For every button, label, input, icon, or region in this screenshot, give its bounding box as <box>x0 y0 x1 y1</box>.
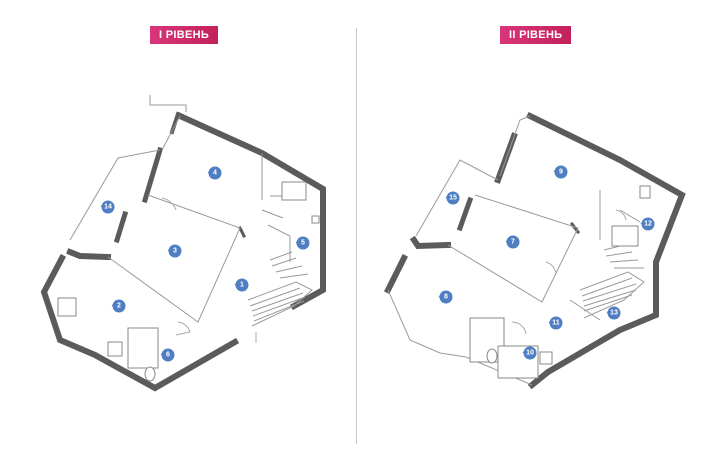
room-label-12: 12 <box>644 221 652 228</box>
room-label-9: 9 <box>559 169 563 176</box>
toilet-fixture <box>144 366 156 382</box>
room-marker-14: 14 <box>100 200 115 214</box>
shower-fixture <box>127 327 159 369</box>
level-1-badge: І РІВЕНЬ <box>150 26 219 44</box>
room-label-10: 10 <box>526 350 534 357</box>
room-label-8: 8 <box>444 294 448 301</box>
room-marker-10: 10 <box>522 346 537 360</box>
room-marker-4: 4 <box>207 166 222 180</box>
room-label-3: 3 <box>173 248 177 255</box>
toilet-fixture-3 <box>486 348 498 364</box>
room-marker-5: 5 <box>295 236 310 250</box>
stairs-level-2 <box>579 243 645 319</box>
room-marker-6: 6 <box>160 348 175 362</box>
room-marker-8: 8 <box>438 290 453 304</box>
fixture-box <box>281 181 307 201</box>
room-label-5: 5 <box>301 240 305 247</box>
socket-fixture <box>311 215 320 224</box>
room-marker-15: 15 <box>445 191 460 205</box>
kitchen-counter <box>57 297 77 317</box>
stairs-level-1 <box>247 251 313 327</box>
room-label-7: 7 <box>511 239 515 246</box>
room-label-15: 15 <box>449 195 457 202</box>
room-marker-7: 7 <box>505 235 520 249</box>
room-marker-12: 12 <box>640 217 655 231</box>
level-divider <box>356 28 357 444</box>
room-marker-9: 9 <box>553 165 568 179</box>
toilet-fixture-2 <box>639 185 651 199</box>
room-label-11: 11 <box>552 320 560 327</box>
sink-fixture <box>107 341 123 357</box>
level-2-badge: ІІ РІВЕНЬ <box>500 26 572 44</box>
room-marker-3: 3 <box>167 244 182 258</box>
room-marker-2: 2 <box>111 299 126 313</box>
room-label-14: 14 <box>104 204 112 211</box>
wc-fixture <box>611 225 639 247</box>
sink-fixture-2 <box>539 351 553 365</box>
room-label-4: 4 <box>213 170 217 177</box>
level-1-plan <box>40 95 326 392</box>
room-label-1: 1 <box>240 282 244 289</box>
room-label-2: 2 <box>117 303 121 310</box>
room-marker-1: 1 <box>234 278 249 292</box>
room-marker-11: 11 <box>548 316 563 330</box>
room-marker-13: 13 <box>606 306 621 320</box>
level-2-plan <box>383 111 686 390</box>
room-label-6: 6 <box>166 352 170 359</box>
room-label-13: 13 <box>610 310 618 317</box>
